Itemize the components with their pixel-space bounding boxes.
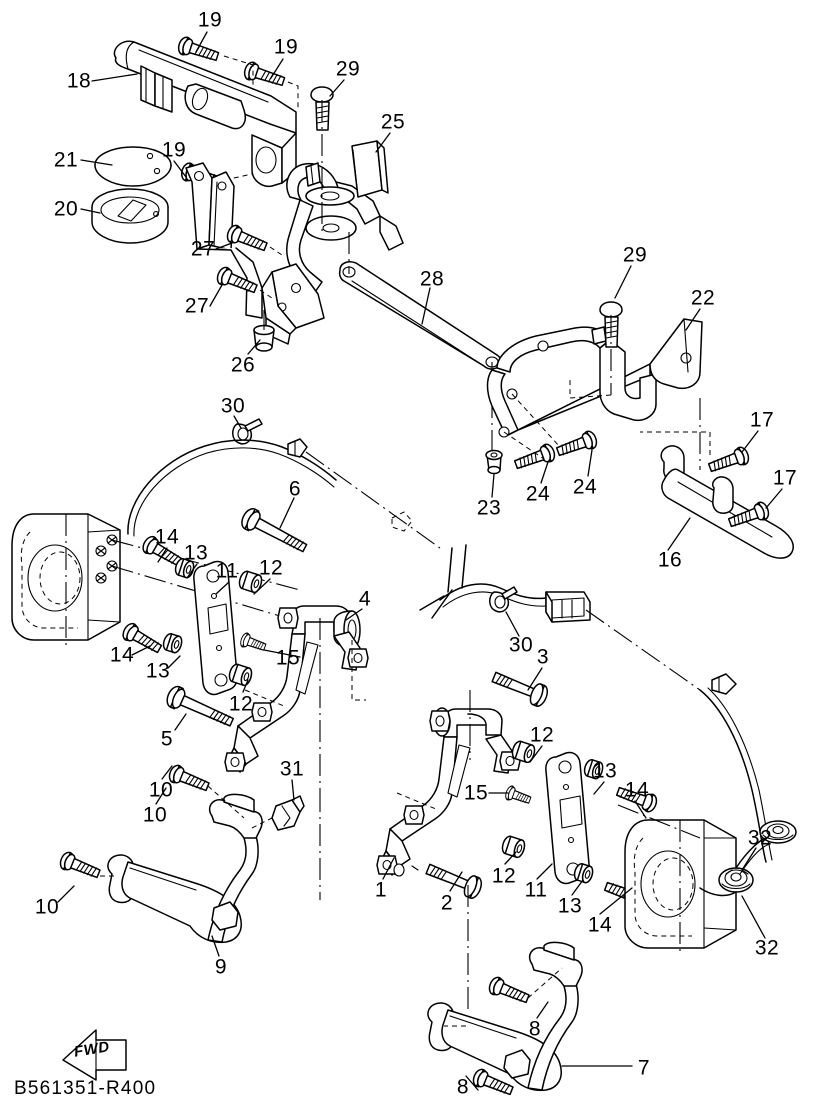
part-30-cable-clamp-upper: [232, 418, 263, 445]
part-25-center-bracket: [261, 140, 404, 345]
callout-27-b: 27: [184, 294, 210, 318]
callout-4: 4: [358, 587, 372, 611]
part-16-footrest-bar: [660, 445, 794, 559]
callout-8-b: 8: [456, 1075, 470, 1099]
part-20-housing-cup: [91, 188, 169, 244]
callout-14-d: 14: [587, 913, 613, 937]
callout-5: 5: [160, 727, 174, 751]
callout-14-c: 14: [624, 778, 650, 802]
part-9-footrest-left: [107, 793, 263, 944]
cable-inline-connector: [287, 438, 308, 458]
callout-7: 7: [637, 1056, 651, 1080]
callout-17-b: 17: [772, 466, 798, 490]
callout-6: 6: [288, 477, 302, 501]
callout-12-d: 12: [491, 864, 517, 888]
callout-16: 16: [657, 548, 683, 572]
callout-10-a: 10: [148, 778, 174, 802]
callout-29-a: 29: [335, 57, 361, 81]
callout-32-a: 32: [747, 826, 773, 850]
part-30-cable-clamp-lower: [489, 586, 518, 613]
cable-bracket-right: [711, 673, 737, 695]
callout-8-a: 8: [528, 1017, 542, 1041]
callout-31: 31: [279, 757, 305, 781]
callout-10-c: 10: [34, 895, 60, 919]
callout-26: 26: [230, 353, 256, 377]
callout-11-a: 11: [215, 559, 239, 583]
fwd-arrow-icon: [62, 1029, 127, 1081]
leader-lines: [57, 31, 783, 1091]
callout-10-b: 10: [142, 803, 168, 827]
part-11-plate-left: [193, 560, 238, 696]
callout-20: 20: [53, 197, 79, 221]
callout-9: 9: [214, 955, 228, 979]
callout-28: 28: [419, 267, 445, 291]
part-18-upper-rail: [113, 40, 297, 188]
callout-27-a: 27: [190, 237, 216, 261]
callout-24-a: 24: [525, 482, 551, 506]
part-29-bolt-right: [599, 301, 623, 395]
callout-12-a: 12: [258, 556, 284, 580]
callout-13-c: 13: [592, 759, 618, 783]
callout-18: 18: [66, 69, 92, 93]
callout-32-b: 32: [754, 936, 780, 960]
engine-case-right: [624, 819, 737, 949]
cable-connector-mid: [391, 511, 413, 532]
callout-24-b: 24: [572, 475, 598, 499]
callout-19-b: 19: [273, 35, 299, 59]
bracket-left-stay: [185, 162, 263, 319]
callout-2: 2: [440, 891, 454, 915]
part-23-nut: [485, 449, 503, 475]
harness-connector-block: [545, 591, 591, 623]
part-7-footrest-right: [427, 941, 583, 1092]
part-32-grommets: [718, 820, 797, 893]
part-31-clip: [271, 795, 305, 831]
callout-25: 25: [380, 110, 406, 134]
callout-22: 22: [690, 286, 716, 310]
callout-1: 1: [374, 878, 388, 902]
callout-21: 21: [53, 148, 79, 172]
callout-29-b: 29: [622, 243, 648, 267]
callout-30-a: 30: [220, 394, 246, 418]
callout-19-c: 19: [161, 138, 187, 162]
callout-23: 23: [476, 496, 502, 520]
callout-14-b: 14: [109, 643, 135, 667]
callout-3: 3: [536, 645, 550, 669]
callout-13-b: 13: [145, 659, 171, 683]
callout-14-a: 14: [154, 525, 180, 549]
part-22-right-bracket: [486, 318, 703, 438]
callout-13-d: 13: [557, 894, 583, 918]
callout-30-b: 30: [508, 633, 534, 657]
callout-13-a: 13: [183, 541, 209, 565]
callout-15-b: 15: [463, 781, 489, 805]
callout-15-a: 15: [275, 646, 301, 670]
callout-19-a: 19: [197, 8, 223, 32]
part-5-long-bolt: [166, 685, 235, 727]
part-number-label: B561351-R400: [14, 1078, 157, 1099]
callout-12-b: 12: [228, 692, 254, 716]
part-29-bolt-upper: [310, 86, 334, 232]
callout-17-a: 17: [749, 408, 775, 432]
callout-11-b: 11: [524, 878, 548, 902]
part-28-tie-rod: [338, 261, 502, 370]
part-2-bolt: [425, 863, 483, 899]
part-11-plate-right: [545, 751, 590, 885]
part-26-bushing: [253, 324, 275, 352]
part-6-long-bolt: [241, 507, 308, 553]
part-21-cover-plate: [94, 146, 172, 187]
callout-12-c: 12: [529, 723, 555, 747]
part-3-bolt: [491, 671, 549, 707]
